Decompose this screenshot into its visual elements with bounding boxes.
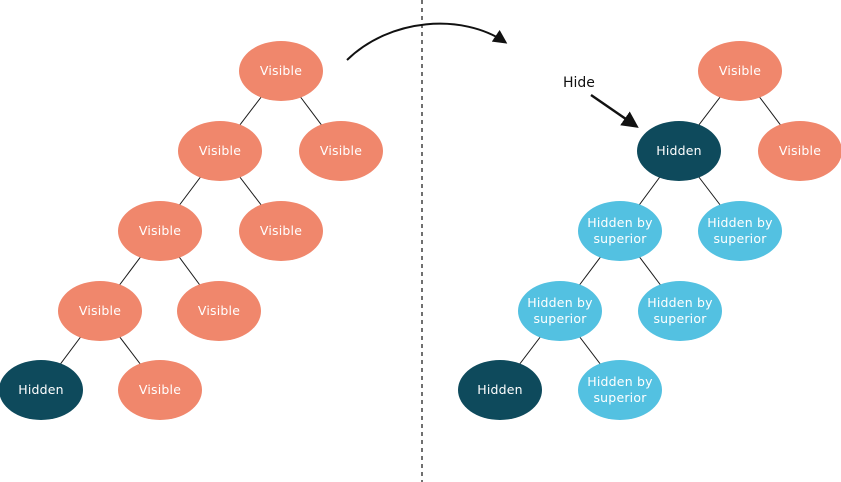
right-tree-node-hidden: Hidden — [637, 121, 721, 181]
right-tree-node-hidden-by-superior: Hidden by superior — [698, 201, 782, 261]
left-tree-node: Visible — [58, 281, 142, 341]
left-tree-node: Visible — [239, 201, 323, 261]
left-tree-node: Visible — [299, 121, 383, 181]
left-tree-node-root: Visible — [239, 41, 323, 101]
left-tree-node: Visible — [118, 360, 202, 420]
right-tree-node-hidden-by-superior: Hidden by superior — [638, 281, 722, 341]
left-tree-node: Visible — [177, 281, 261, 341]
right-tree-node-hidden-by-superior: Hidden by superior — [578, 360, 662, 420]
right-tree-node-hidden-by-superior: Hidden by superior — [518, 281, 602, 341]
right-tree-node: Visible — [758, 121, 841, 181]
hide-annotation-label: Hide — [563, 75, 595, 91]
left-tree-node-hidden: Hidden — [0, 360, 83, 420]
left-tree-node: Visible — [118, 201, 202, 261]
right-tree-node-root: Visible — [698, 41, 782, 101]
transform-arrow — [346, 22, 508, 61]
right-tree-node-hidden: Hidden — [458, 360, 542, 420]
right-tree-node-hidden-by-superior: Hidden by superior — [578, 201, 662, 261]
hide-arrow — [590, 94, 639, 128]
left-tree-node: Visible — [178, 121, 262, 181]
